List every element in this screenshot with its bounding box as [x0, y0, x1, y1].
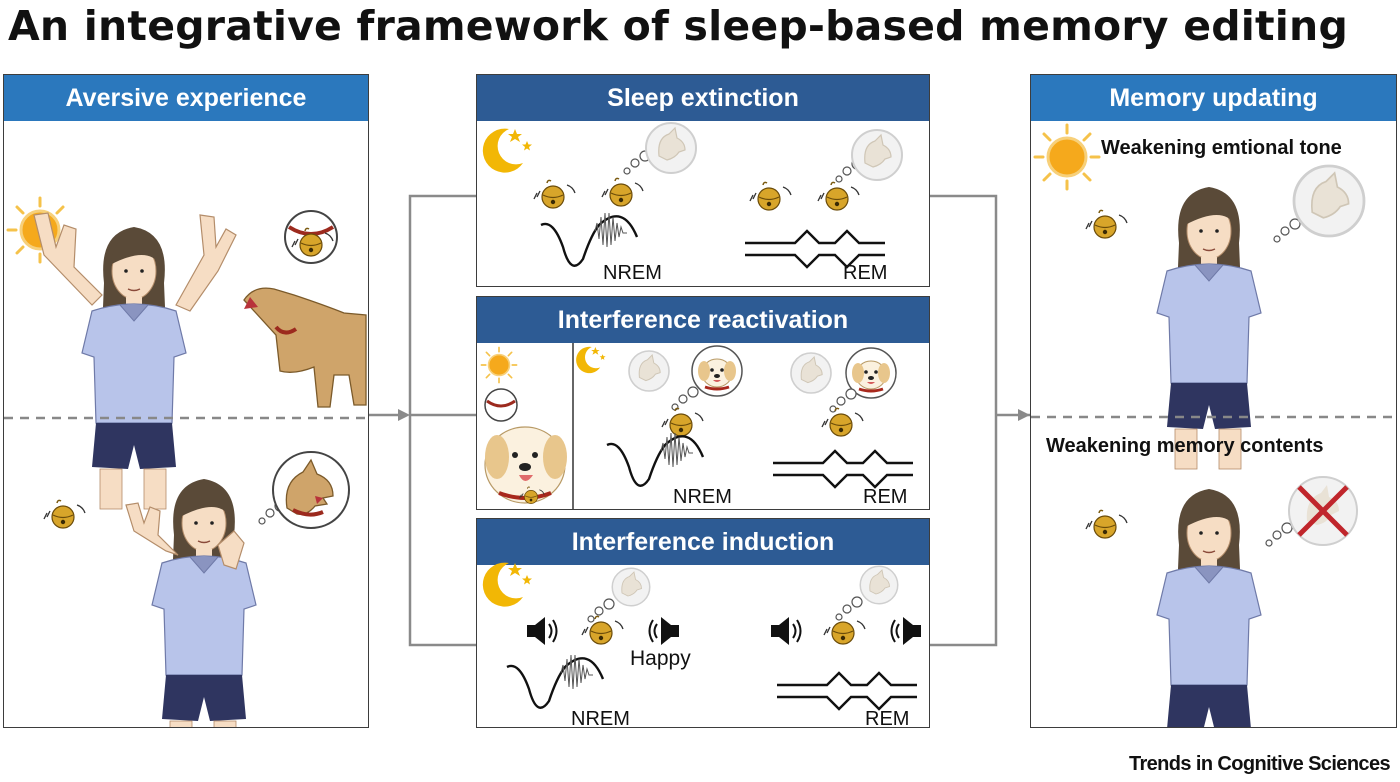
faded-dog-memory-icon: [1292, 164, 1366, 238]
collar-zoom-icon: [284, 210, 338, 264]
nrem-label: NREM: [603, 262, 662, 284]
calm-woman-figure: [1156, 488, 1262, 727]
nrem-wave-icon: [539, 211, 639, 267]
rem-label: REM: [863, 486, 908, 508]
faded-dog-memory-icon: [859, 565, 899, 605]
nrem-wave-icon: [505, 653, 605, 709]
moon-icon: [482, 562, 532, 607]
bell-icon: [601, 177, 644, 207]
memory-updating-header: Memory updating: [1031, 75, 1396, 121]
faded-dog-memory-icon: [611, 567, 651, 607]
sun-icon: [1033, 123, 1101, 191]
sun-icon: [480, 346, 518, 384]
interference-reactivation-header: Interference reactivation: [477, 297, 929, 343]
bell-icon: [1085, 209, 1128, 239]
bell-icon: [823, 615, 866, 645]
bell-icon: [817, 181, 860, 211]
rem-label: REM: [865, 708, 910, 728]
interference-induction-header: Interference induction: [477, 519, 929, 565]
happy-label: Happy: [630, 647, 691, 670]
aversive-experience-header: Aversive experience: [4, 75, 368, 121]
nrem-label: NREM: [571, 708, 630, 728]
crossed-memory-icon: [1288, 476, 1358, 546]
memory-contents-label: Weakening memory contents: [1046, 435, 1324, 457]
bell-icon: [821, 407, 864, 437]
aversive-experience-illustration: [4, 196, 368, 727]
rem-wave-icon: [775, 671, 919, 711]
nrem-label: NREM: [673, 486, 732, 508]
faded-dog-memory-icon: [645, 122, 697, 174]
nrem-wave-icon: [605, 431, 705, 487]
page-title: An integrative framework of sleep-based …: [8, 2, 1348, 50]
speaker-icon: [890, 616, 922, 646]
calm-woman-figure: [1156, 186, 1262, 470]
happy-puppy-figure: [484, 426, 567, 505]
journal-credit: Trends in Cognitive Sciences: [1128, 753, 1391, 775]
speaker-icon: [526, 616, 558, 646]
happy-dog-memory-icon: [690, 344, 744, 398]
moon-icon: [482, 128, 532, 173]
bell-icon: [749, 181, 792, 211]
sleep-extinction-panel: Sleep extinction NREM REM: [476, 74, 930, 287]
sleep-extinction-header: Sleep extinction: [477, 75, 929, 121]
memory-updating-panel: Memory updating Weakening emtional tone …: [1030, 74, 1397, 728]
bell-icon: [661, 407, 704, 437]
rem-wave-icon: [771, 449, 915, 489]
faded-dog-memory-icon: [790, 352, 832, 394]
faded-dog-memory-icon: [851, 129, 903, 181]
interference-induction-panel: Interference induction Happy NREM REM: [476, 518, 930, 728]
bell-icon: [533, 179, 576, 209]
barking-dog-figure: [243, 287, 367, 408]
speaker-icon: [648, 616, 680, 646]
speaker-icon: [770, 616, 802, 646]
rem-label: REM: [843, 262, 888, 284]
emotional-tone-label: Weakening emtional tone: [1101, 137, 1342, 159]
moon-icon: [576, 346, 606, 374]
aversive-experience-panel: Aversive experience: [3, 74, 369, 728]
interference-reactivation-panel: Interference reactivation NREM REM: [476, 296, 930, 510]
faded-dog-memory-icon: [628, 350, 670, 392]
bell-icon: [1085, 509, 1128, 539]
